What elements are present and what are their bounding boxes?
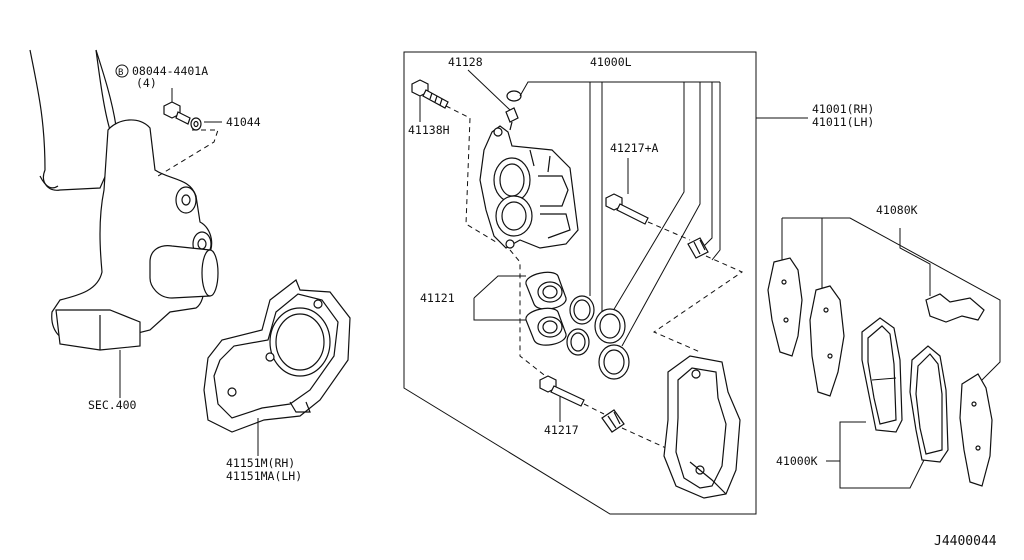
dust-cover-rh-label: 41151M(RH) xyxy=(226,456,295,470)
boot-dash-upper xyxy=(652,255,744,353)
seal-kit-leg-3 xyxy=(609,82,685,317)
pad-clip xyxy=(925,293,985,323)
bleeder-leader xyxy=(467,69,511,111)
diagram-id: J4400044 xyxy=(934,534,997,549)
pad-kit-label: 41080K xyxy=(876,203,918,217)
bolt-label: 08044-4401A xyxy=(132,64,208,78)
seal-kit-leg-5 xyxy=(699,82,713,251)
bolt-qty-label: (4) xyxy=(136,76,157,90)
mounting-bolt xyxy=(163,101,202,131)
pad-set-label: 41000K xyxy=(776,454,818,468)
caliper-assembly-frame xyxy=(403,51,757,515)
steering-knuckle xyxy=(29,49,219,351)
pin-bolt-upper xyxy=(411,79,449,109)
piston-bracket-top xyxy=(473,275,526,299)
seal-kit-label: 41000L xyxy=(590,55,632,69)
caliper-rh-label: 41001(RH) xyxy=(812,102,874,116)
pad-kit-bracket xyxy=(782,217,1001,383)
piston-bracket-bottom xyxy=(473,298,526,321)
piston-lower xyxy=(525,307,567,346)
guide-pin-lower xyxy=(539,375,585,407)
guide-pin-a xyxy=(605,193,649,225)
bolt-b-circle xyxy=(115,64,129,78)
pin-lower-dash xyxy=(583,403,605,415)
boot-dash-lower xyxy=(621,427,667,449)
pin-bolt-upper-label: 41138H xyxy=(408,123,450,137)
torque-member xyxy=(663,355,741,499)
caliper-lh-label: 41011(LH) xyxy=(812,115,874,129)
anti-squeal-shim-3 xyxy=(959,373,993,487)
bolt-b-mark: B xyxy=(118,68,123,78)
seal-kit-leg-4 xyxy=(621,82,701,347)
knuckle-ref-label: SEC.400 xyxy=(88,398,137,412)
brake-pad-outer xyxy=(909,345,949,463)
dust-cover-lh-label: 41151MA(LH) xyxy=(226,469,302,483)
bleeder-screw xyxy=(505,90,522,131)
pin-upper-dash xyxy=(445,105,497,243)
pin-boot-lower xyxy=(601,409,625,433)
anti-squeal-shim-1 xyxy=(767,257,803,357)
seal-kit-leg-6 xyxy=(711,82,721,261)
caliper-dash xyxy=(509,249,549,379)
dust-cover xyxy=(203,279,351,433)
pin-a-dash xyxy=(647,221,691,241)
seal-kit-bracket xyxy=(519,81,720,97)
piston-upper xyxy=(525,271,567,310)
anti-squeal-shim-2 xyxy=(809,285,845,397)
pin-a-label: 41217+A xyxy=(610,141,659,155)
brake-pad-inner xyxy=(861,317,903,433)
bleeder-label: 41128 xyxy=(448,55,483,69)
pad-set-bracket xyxy=(839,421,925,489)
piston-label: 41121 xyxy=(420,291,455,305)
caliper-body xyxy=(479,125,579,249)
pin-lower-label: 41217 xyxy=(544,423,579,437)
seal-rings xyxy=(566,295,630,380)
washer-label: 41044 xyxy=(226,115,261,129)
bolt-dash xyxy=(157,129,219,177)
pad-kit-leg-3 xyxy=(899,228,931,296)
pin-boot-upper xyxy=(687,237,709,259)
